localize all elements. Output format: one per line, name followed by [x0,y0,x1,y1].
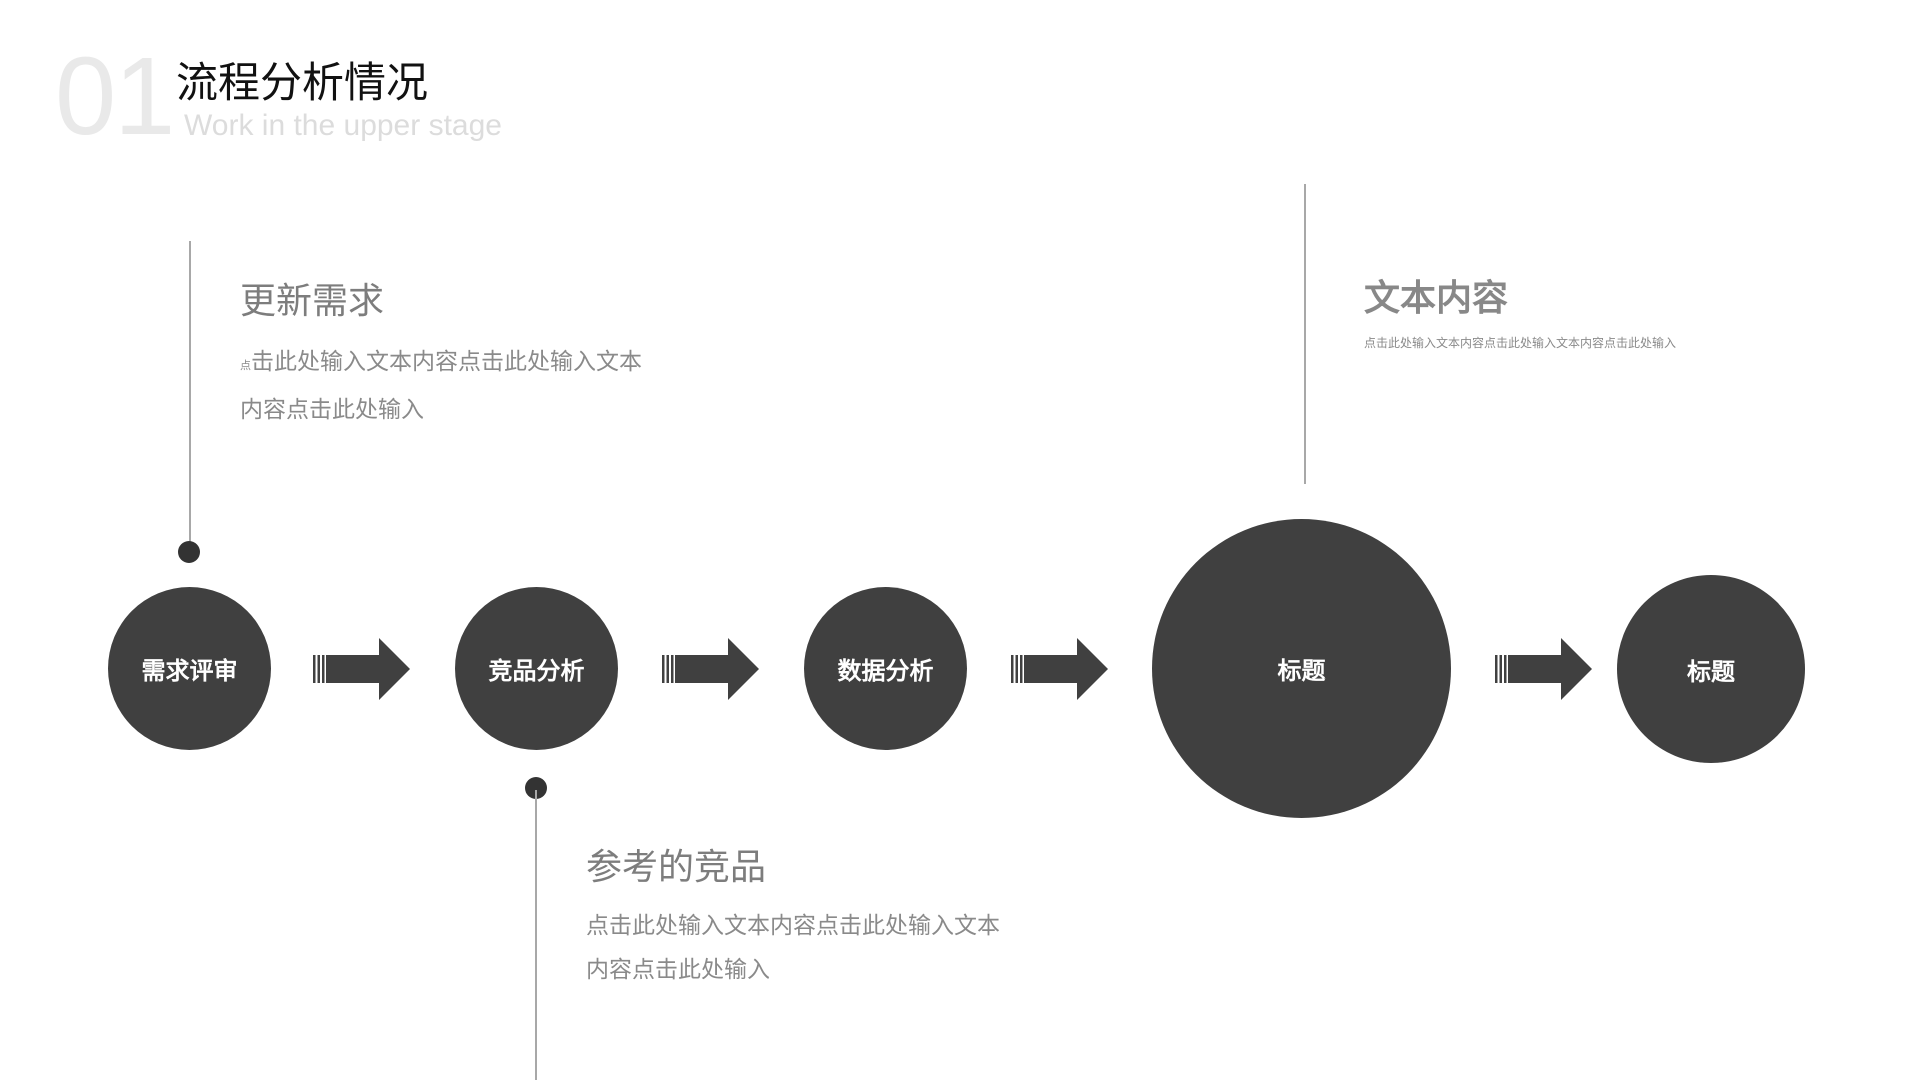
arrow-right-icon [1495,638,1592,700]
connector-dot-bottom [525,777,547,799]
callout-body: 点击此处输入文本内容点击此处输入文本内容点击此处输入 [1364,336,1677,350]
process-step-label: 标题 [1277,657,1326,685]
callout-bottom: 参考的竞品 点击此处输入文本内容点击此处输入文本 内容点击此处输入 [586,846,1106,992]
process-step-label: 需求评审 [141,657,238,685]
connector-dot-top-left [178,541,200,563]
process-step-5: 标题 [1617,575,1805,763]
process-step-3: 数据分析 [804,587,967,750]
callout-title: 更新需求 [240,281,385,322]
arrow-right-icon [662,638,759,700]
callout-title: 参考的竞品 [586,847,767,888]
process-step-label: 竞品分析 [488,657,585,685]
process-step-label: 标题 [1687,657,1735,686]
arrow-right-icon [1011,638,1108,700]
process-step-1: 需求评审 [108,587,271,750]
callout-body-prefix: 点 [240,359,251,372]
callout-body: 点击此处输入文本内容点击此处输入文本 内容点击此处输入 [240,340,760,432]
page-title: 流程分析情况 [176,58,429,107]
callout-body-line2: 内容点击此处输入 [586,957,770,983]
section-number: 01 [55,35,175,158]
connector-line-bottom [535,790,537,1080]
callout-body-line1: 击此处输入文本内容点击此处输入文本 [251,349,642,375]
callout-body: 点击此处输入文本内容点击此处输入文本 内容点击此处输入 [586,904,1106,992]
connector-line-top-right [1304,184,1306,484]
process-step-2: 竞品分析 [455,587,618,750]
callout-title: 文本内容 [1364,278,1509,319]
callout-body-line2: 内容点击此处输入 [240,397,424,423]
callout-body-line1: 点击此处输入文本内容点击此处输入文本 [586,913,1000,939]
callout-top-right: 文本内容 点击此处输入文本内容点击此处输入文本内容点击此处输入 [1364,277,1784,351]
page-subtitle: Work in the upper stage [184,109,502,142]
process-step-4: 标题 [1152,519,1451,818]
connector-line-top-left [189,241,191,553]
arrow-right-icon [313,638,410,700]
process-step-label: 数据分析 [837,657,934,685]
callout-top-left: 更新需求 点击此处输入文本内容点击此处输入文本 内容点击此处输入 [240,280,760,432]
